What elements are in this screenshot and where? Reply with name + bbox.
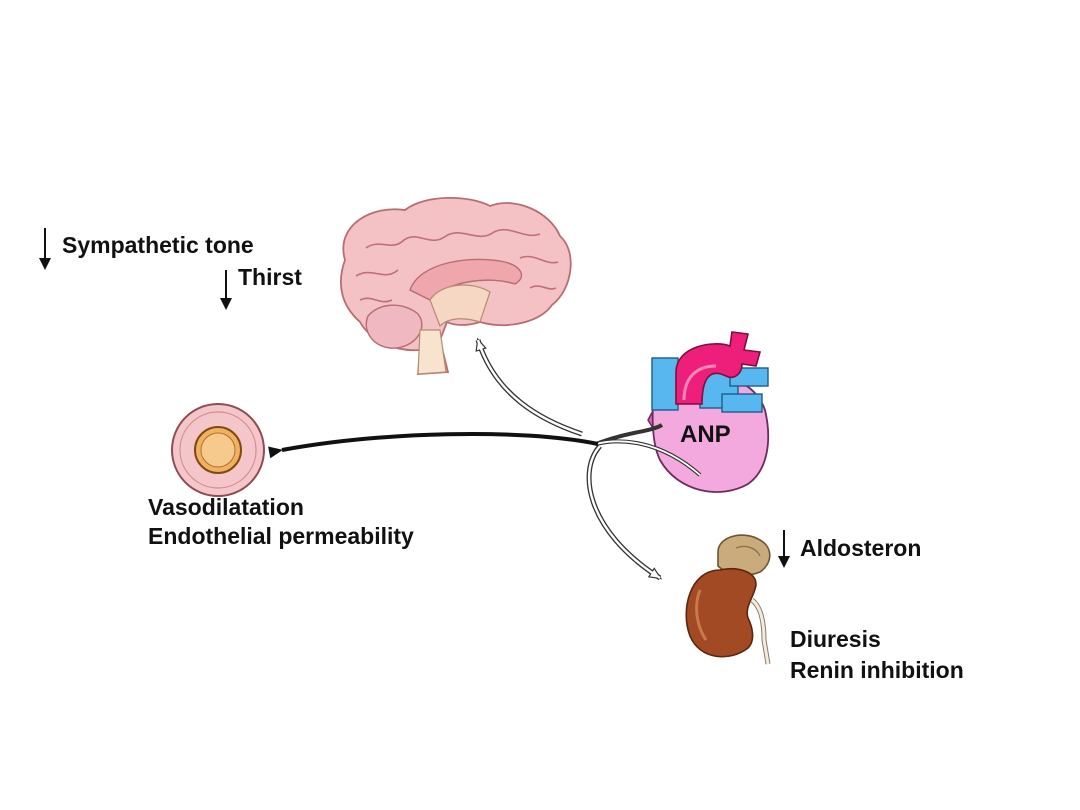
heart-illustration	[647, 331, 770, 493]
vessel-effect-endothelial-permeability: Endothelial permeability	[148, 523, 414, 549]
blood-vessel-illustration	[171, 403, 265, 497]
kidney-illustration	[685, 534, 771, 665]
kidney-effect-diuresis: Diuresis	[790, 626, 881, 652]
brain-effect-thirst: Thirst	[238, 264, 302, 290]
hormone-label: ANP	[680, 421, 731, 448]
decrease-arrow-icon	[220, 270, 232, 310]
arrow-to-kidney	[586, 444, 663, 581]
decrease-arrow-icon	[778, 530, 790, 568]
decrease-arrows	[39, 228, 790, 568]
arrow-to-brain	[475, 337, 583, 437]
vessel-effect-vasodilatation: Vasodilatation	[148, 494, 304, 520]
decrease-arrow-icon	[39, 228, 51, 270]
arrow-to-vessel	[268, 431, 599, 459]
brain-illustration	[339, 196, 572, 375]
adrenal-effect-aldosteron: Aldosteron	[800, 535, 922, 561]
effect-arrows	[268, 337, 702, 581]
kidney-effect-renin-inhibition: Renin inhibition	[790, 657, 964, 683]
brain-effect-sympathetic-tone: Sympathetic tone	[62, 232, 254, 258]
